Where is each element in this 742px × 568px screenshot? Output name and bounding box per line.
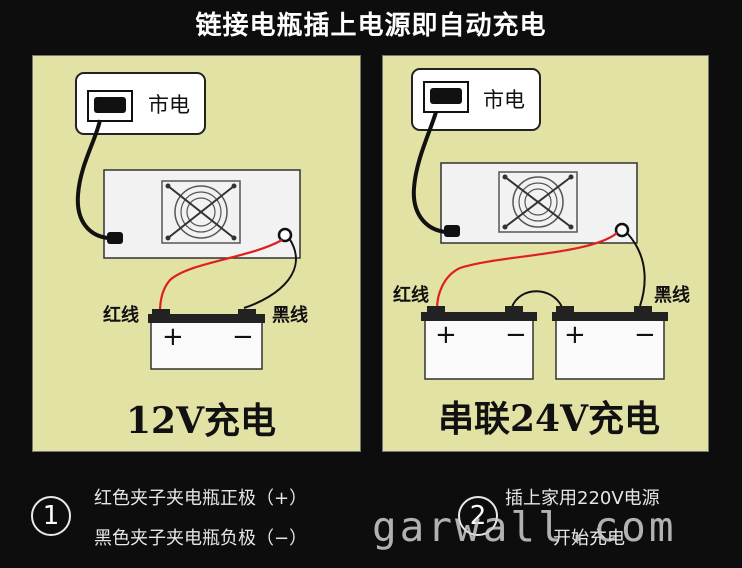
page-title: 链接电瓶插上电源即自动充电	[195, 10, 547, 41]
negative-terminal-sign: −	[634, 320, 656, 350]
step-1-line-1: 红色夹子夹电瓶正极（+）	[94, 488, 308, 509]
black-wire-label: 黑线	[272, 305, 308, 326]
negative-terminal-sign: −	[505, 320, 527, 350]
black-wire-label: 黑线	[654, 285, 690, 306]
panel-caption-24v: 串联24V充电	[438, 398, 661, 440]
mains-label: 市电	[483, 88, 525, 112]
panel-caption-12v: 12V充电	[126, 400, 277, 442]
positive-terminal-sign: +	[162, 322, 184, 352]
step-2-line-2: 开始充电	[553, 528, 625, 549]
step-number-2: 2	[458, 496, 498, 536]
negative-terminal-sign: −	[232, 322, 254, 352]
step-1-line-2: 黑色夹子夹电瓶负极（−）	[94, 528, 308, 549]
mains-label: 市电	[148, 93, 190, 117]
step-number-1: 1	[31, 496, 71, 536]
step-2-line-1: 插上家用220V电源	[505, 488, 660, 509]
positive-terminal-sign: +	[564, 320, 586, 350]
watermark: garwall.com	[372, 503, 677, 551]
positive-terminal-sign: +	[435, 320, 457, 350]
red-wire-label: 红线	[393, 285, 429, 306]
red-wire-label: 红线	[103, 305, 139, 326]
